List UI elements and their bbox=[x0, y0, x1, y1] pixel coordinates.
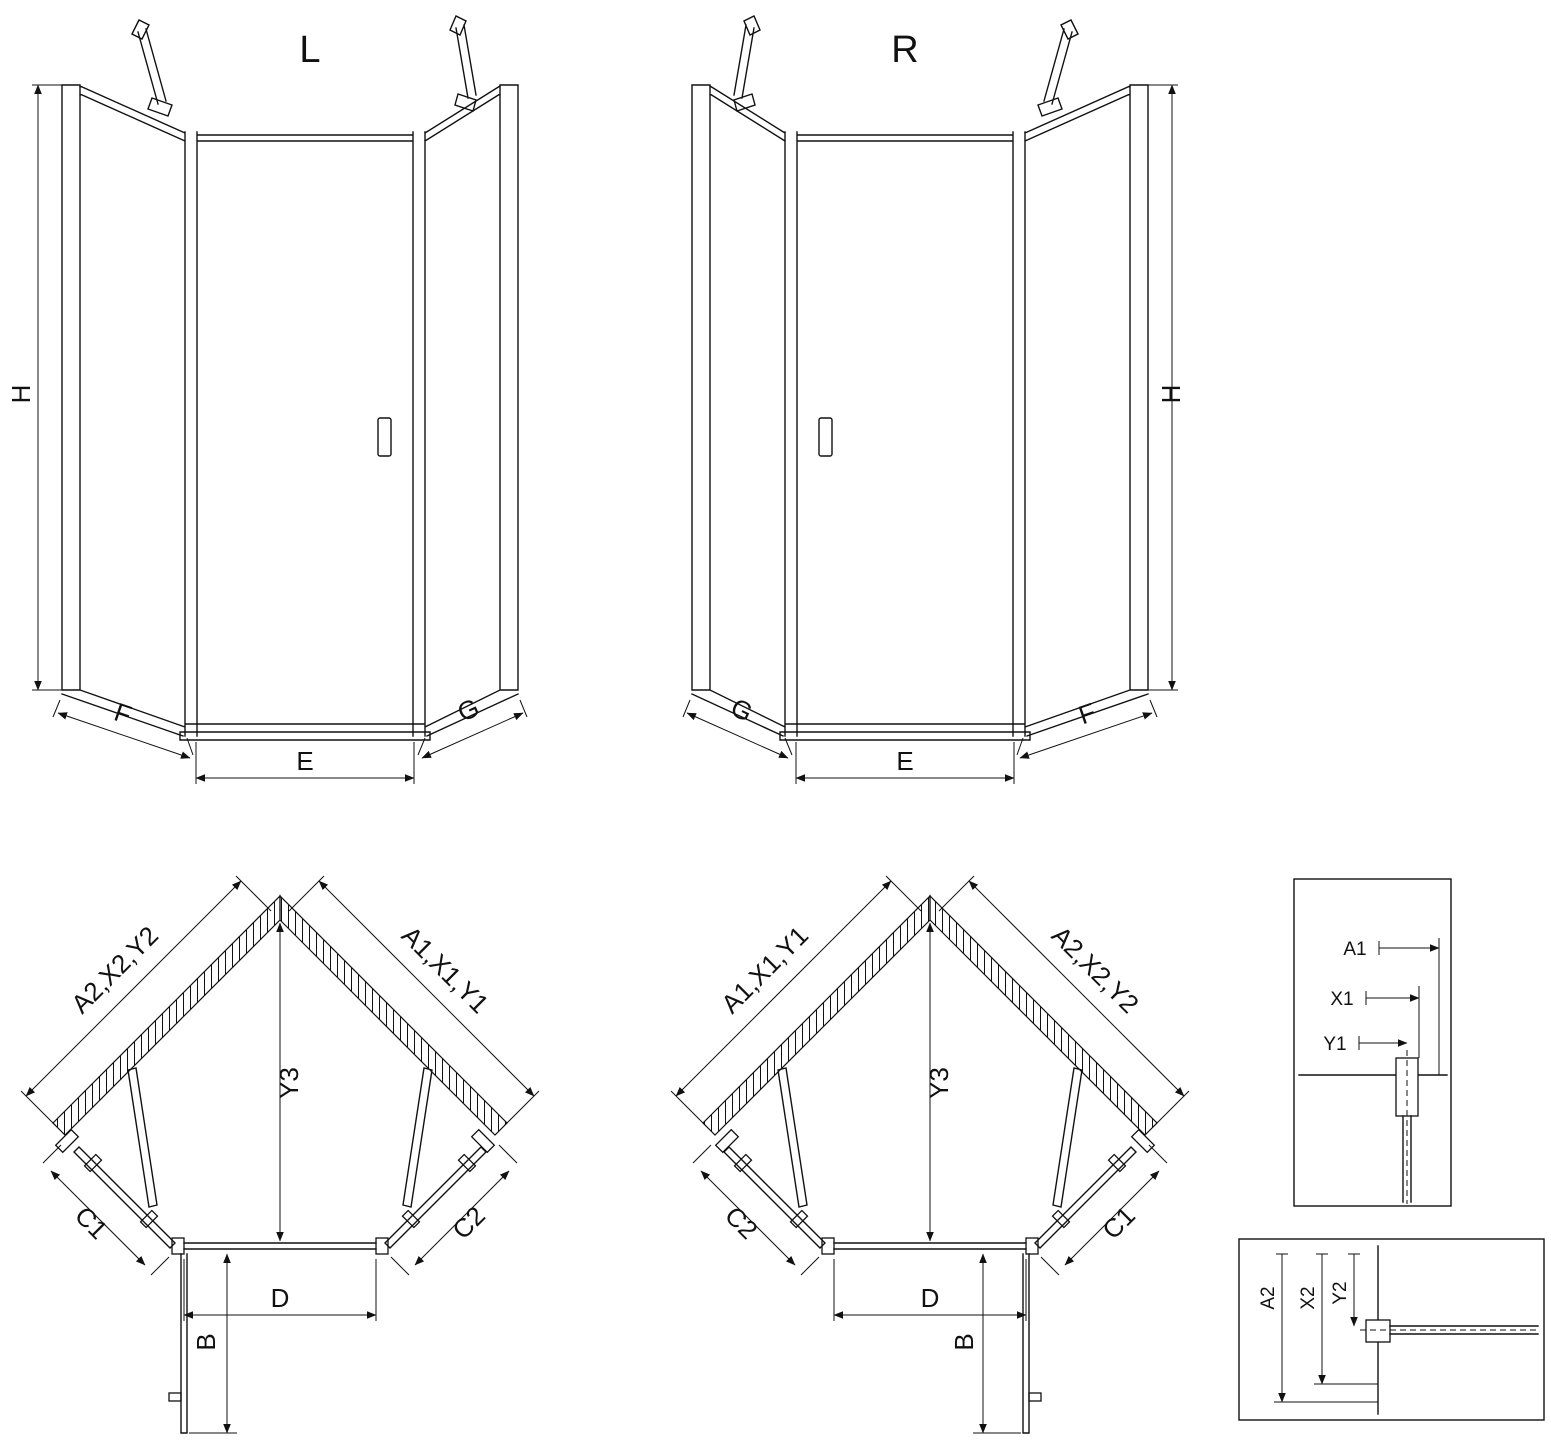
hinge-icon bbox=[83, 1153, 103, 1173]
elevation-left-view: L H F G E bbox=[6, 15, 528, 784]
dim-line-f bbox=[57, 712, 191, 759]
hinge-icon bbox=[789, 1209, 809, 1229]
door-post bbox=[1025, 1237, 1039, 1255]
dim-label-h: H bbox=[1156, 385, 1186, 404]
dim-label-y3: Y3 bbox=[924, 1067, 954, 1099]
door-handle bbox=[818, 417, 833, 457]
dim-line-g bbox=[686, 712, 789, 759]
hinge-icon bbox=[457, 1153, 477, 1173]
shower-enclosure-elevation-mirrored bbox=[682, 15, 1178, 784]
wall-profile-left bbox=[54, 1128, 80, 1154]
wall-profile bbox=[1130, 1128, 1156, 1154]
profiles-and-hinges bbox=[54, 1128, 496, 1402]
detail-frame bbox=[1238, 1238, 1545, 1421]
dim-line-wall bbox=[968, 880, 1185, 1097]
wall-bracket-icon bbox=[733, 15, 1079, 117]
detail-view-top: A1 X1 Y1 bbox=[1293, 878, 1452, 1207]
dim-line-c-right bbox=[414, 1170, 510, 1266]
plan-left-dimensions bbox=[20, 875, 540, 1434]
plan-right-view: A1,X1,Y1 A2,X2,Y2 Y3 C2 C1 D B bbox=[670, 875, 1190, 1434]
dim-label-a1: A1 bbox=[1343, 939, 1366, 960]
dim-label-b: B bbox=[949, 1333, 979, 1350]
dim-label-c-right: C1 bbox=[1096, 1200, 1141, 1245]
reference-and-ticks bbox=[1274, 1253, 1378, 1403]
dim-line-wall-right bbox=[318, 880, 535, 1097]
detail-view-bottom: A2 X2 Y2 bbox=[1238, 1238, 1545, 1421]
detail-frame bbox=[1293, 878, 1452, 1207]
glass-profile bbox=[1395, 1057, 1419, 1117]
glass-edges bbox=[1402, 1115, 1412, 1203]
variant-title-left: L bbox=[299, 29, 320, 71]
profiles-and-hinges bbox=[714, 1128, 1156, 1402]
dim-label-x2: X2 bbox=[1298, 1286, 1319, 1309]
dim-label-b: B bbox=[191, 1333, 221, 1350]
plan-right-drawing bbox=[670, 875, 1190, 1434]
reference-and-ticks bbox=[1358, 938, 1440, 1075]
glass-panels-and-frame bbox=[691, 84, 1149, 741]
dim-label-wall-left: A2,X2,Y2 bbox=[65, 920, 164, 1019]
hinge-icon bbox=[733, 1153, 753, 1173]
wall-profile-right bbox=[470, 1128, 496, 1154]
door-post bbox=[821, 1237, 835, 1255]
hinge-icon bbox=[401, 1209, 421, 1229]
hinge-icon bbox=[1051, 1209, 1071, 1229]
wall-profile bbox=[714, 1128, 740, 1154]
elevation-left-dimensions bbox=[32, 84, 528, 784]
dim-line-f bbox=[1019, 712, 1153, 759]
door-handle bbox=[168, 1392, 182, 1402]
dim-line-wall-left bbox=[25, 880, 242, 1097]
dim-label-e: E bbox=[896, 746, 913, 776]
dim-label-wall-left: A1,X1,Y1 bbox=[715, 920, 814, 1019]
glass-profile bbox=[1365, 1319, 1391, 1343]
dim-line-wall bbox=[675, 880, 892, 1097]
shower-enclosure-elevation bbox=[61, 15, 519, 741]
dim-label-y3: Y3 bbox=[274, 1067, 304, 1099]
dim-label-wall-right: A1,X1,Y1 bbox=[396, 920, 495, 1019]
dim-label-d: D bbox=[921, 1283, 940, 1313]
glass-panels-and-frame bbox=[61, 84, 519, 741]
plan-left-view: A2,X2,Y2 A1,X1,Y1 Y3 C1 C2 D B bbox=[20, 875, 540, 1434]
variant-title-right: R bbox=[891, 29, 918, 71]
dim-line-g bbox=[421, 712, 524, 759]
dim-line-c bbox=[700, 1170, 796, 1266]
door-post-left bbox=[171, 1237, 185, 1255]
extension-lines bbox=[670, 875, 1190, 1434]
door-post-right bbox=[375, 1237, 389, 1255]
wall-bracket-icon bbox=[131, 15, 477, 117]
dim-label-a2: A2 bbox=[1258, 1286, 1279, 1309]
dim-label-h: H bbox=[6, 385, 36, 404]
dim-label-c-left: C2 bbox=[719, 1200, 764, 1245]
dim-label-e: E bbox=[296, 746, 313, 776]
extension-lines bbox=[32, 84, 528, 784]
dim-line-c-left bbox=[50, 1170, 146, 1266]
dim-label-x1: X1 bbox=[1330, 989, 1353, 1010]
extension-lines bbox=[682, 84, 1178, 784]
door-handle bbox=[1028, 1392, 1042, 1402]
dim-label-c-left: C1 bbox=[69, 1200, 114, 1245]
dim-label-y2: Y2 bbox=[1330, 1281, 1351, 1304]
dim-label-y1: Y1 bbox=[1323, 1034, 1346, 1055]
hinge-icon bbox=[1107, 1153, 1127, 1173]
dim-label-c-right: C2 bbox=[446, 1200, 491, 1245]
dim-line-c bbox=[1064, 1170, 1160, 1266]
dim-label-wall-right: A2,X2,Y2 bbox=[1046, 920, 1145, 1019]
elevation-right-view: R H G F E bbox=[682, 15, 1186, 784]
door-handle bbox=[377, 417, 392, 457]
dim-label-d: D bbox=[271, 1283, 290, 1313]
extension-lines bbox=[20, 875, 540, 1434]
glass-edges bbox=[1389, 1325, 1539, 1335]
hinge-icon bbox=[139, 1209, 159, 1229]
